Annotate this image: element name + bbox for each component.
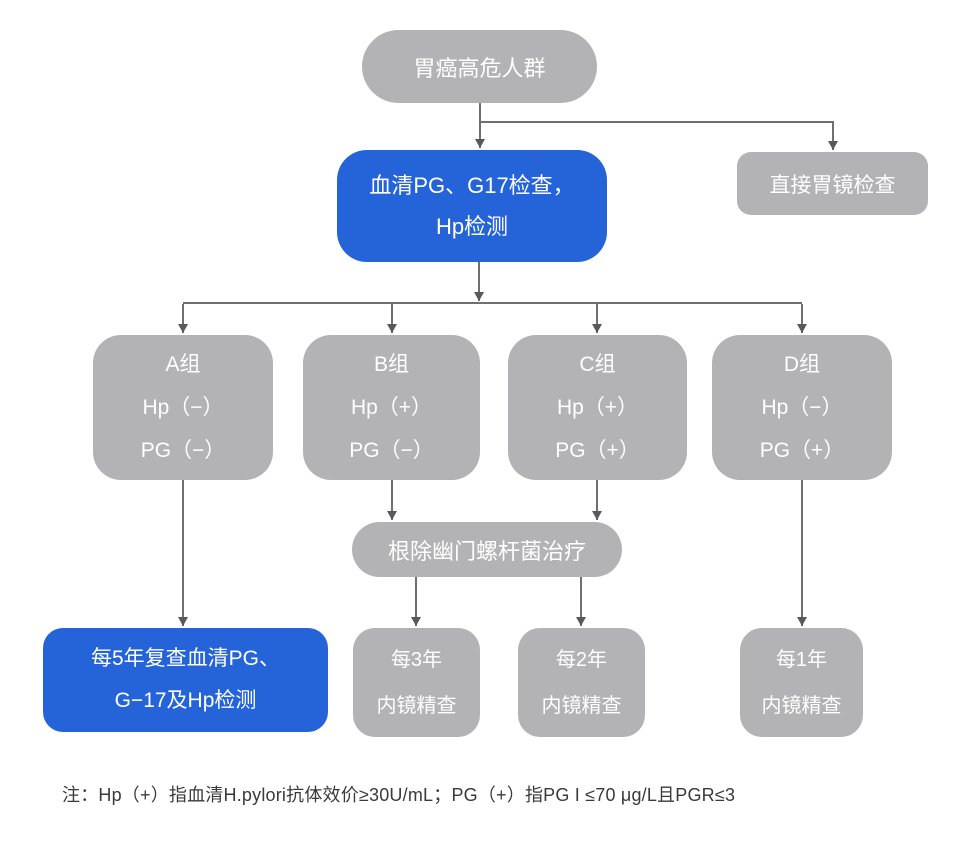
node-label-line: 每3年 [390,648,443,671]
node-serum-pg-g17-hp-test: 血清PG、G17检查， Hp检测 [337,150,607,262]
node-label-line: 每1年 [775,648,828,671]
node-endoscopy-every-2-years: 每2年 内镜精查 [518,628,645,737]
node-high-risk-population: 胃癌高危人群 [362,30,597,103]
node-label-line: G−17及Hp检测 [114,689,257,712]
node-label: 根除幽门螺杆菌治疗 [387,538,586,564]
node-group-d: D组 Hp（−） PG（+） [712,335,892,480]
group-pg-status: PG（−） [140,439,226,462]
node-label-line: 每5年复查血清PG、 [90,647,281,670]
node-label-line: 内镜精查 [376,694,457,717]
node-endoscopy-every-1-year: 每1年 内镜精查 [740,628,863,737]
node-hp-eradication-treatment: 根除幽门螺杆菌治疗 [352,522,622,577]
node-label: 直接胃镜检查 [769,173,896,197]
node-label-line: 内镜精查 [541,694,622,717]
node-label-line: 血清PG、G17检查， [369,173,575,198]
group-title: A组 [165,353,201,376]
node-label-line: 内镜精查 [761,694,842,717]
group-title: B组 [373,353,409,376]
group-hp-status: Hp（−） [761,396,843,419]
node-direct-gastroscopy: 直接胃镜检查 [737,152,928,215]
node-review-every-5-years: 每5年复查血清PG、 G−17及Hp检测 [43,628,328,732]
node-group-a: A组 Hp（−） PG（−） [93,335,273,480]
node-group-b: B组 Hp（+） PG（−） [303,335,480,480]
node-label: 胃癌高危人群 [413,55,546,81]
group-hp-status: Hp（+） [556,396,639,419]
group-hp-status: Hp（−） [142,396,224,419]
group-title: D组 [783,353,821,376]
group-pg-status: PG（−） [349,439,434,462]
node-endoscopy-every-3-years: 每3年 内镜精查 [353,628,480,737]
footnote: 注：Hp（+）指血清H.pylori抗体效价≥30U/mL；PG（+）指PG I… [62,785,736,805]
node-group-c: C组 Hp（+） PG（+） [508,335,687,480]
group-title: C组 [579,353,616,376]
group-hp-status: Hp（+） [350,396,433,419]
node-label-line: Hp检测 [435,214,509,239]
group-pg-status: PG（+） [759,439,845,462]
group-pg-status: PG（+） [555,439,640,462]
node-label-line: 每2年 [555,648,608,671]
